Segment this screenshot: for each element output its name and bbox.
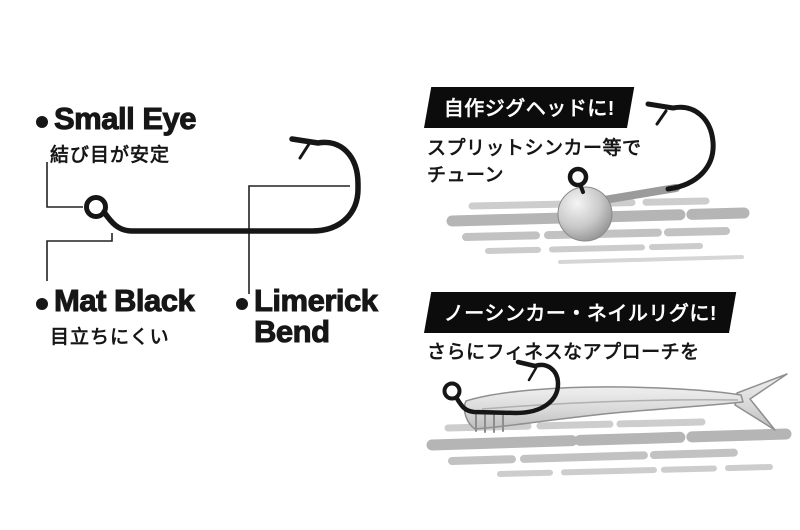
bait-hook-barb [527,366,538,382]
brush-streak [558,255,744,264]
callout-line-limerick [248,185,350,294]
feature-title-small-eye: Small Eye [54,101,197,136]
usage-desc-jighead-line2: チューン [427,165,505,186]
callout-line-small-eye [46,162,83,208]
bullet-icon [236,298,248,310]
usage-desc-jighead-line1: スプリットシンカー等で [427,138,642,159]
jighead-hook-bend [645,101,716,192]
usage-banner-jighead: 自作ジグヘッドに! [424,87,635,128]
hook-wire [101,136,361,234]
feature-title-limerick-line2: Bend [254,314,331,349]
feature-subtitle-small-eye: 結び目が安定 [50,145,171,166]
bait-ribs [475,413,504,433]
brush-streak [448,448,760,465]
soft-bait-illustration [442,359,788,433]
usage-banner-jighead-label: 自作ジグヘッドに! [443,98,615,120]
main-hook-illustration [84,136,361,234]
brush-streak [497,464,773,477]
feature-subtitle-mat-black: 目立ちにくい [50,327,170,348]
bullet-icon [36,298,48,310]
hook-barb [298,142,311,160]
bait-hook-eye [442,381,462,401]
brush-streak [426,428,792,451]
hook-eye [84,195,108,219]
callout-line-mat-black [46,233,113,281]
brush-streak [485,243,703,254]
bait-hook-wire [453,359,561,416]
bullet-icon [36,116,48,128]
jighead-illustration [557,101,716,242]
bait-lateral-line [481,399,739,410]
brush-texture-bottom [426,418,792,477]
usage-desc-nail-rig-line1: さらにフィネスなアプローチを [427,342,700,363]
jighead-eye [567,166,589,188]
usage-banner-nail-rig: ノーシンカー・ネイルリグに! [424,292,737,333]
jighead-hook-barb [655,109,668,126]
jighead-ball [557,186,613,242]
usage-banner-nail-rig-label: ノーシンカー・ネイルリグに! [443,303,718,325]
callout-lines [46,162,350,294]
feature-title-limerick-line1: Limerick [254,283,379,318]
feature-title-mat-black: Mat Black [53,283,195,318]
